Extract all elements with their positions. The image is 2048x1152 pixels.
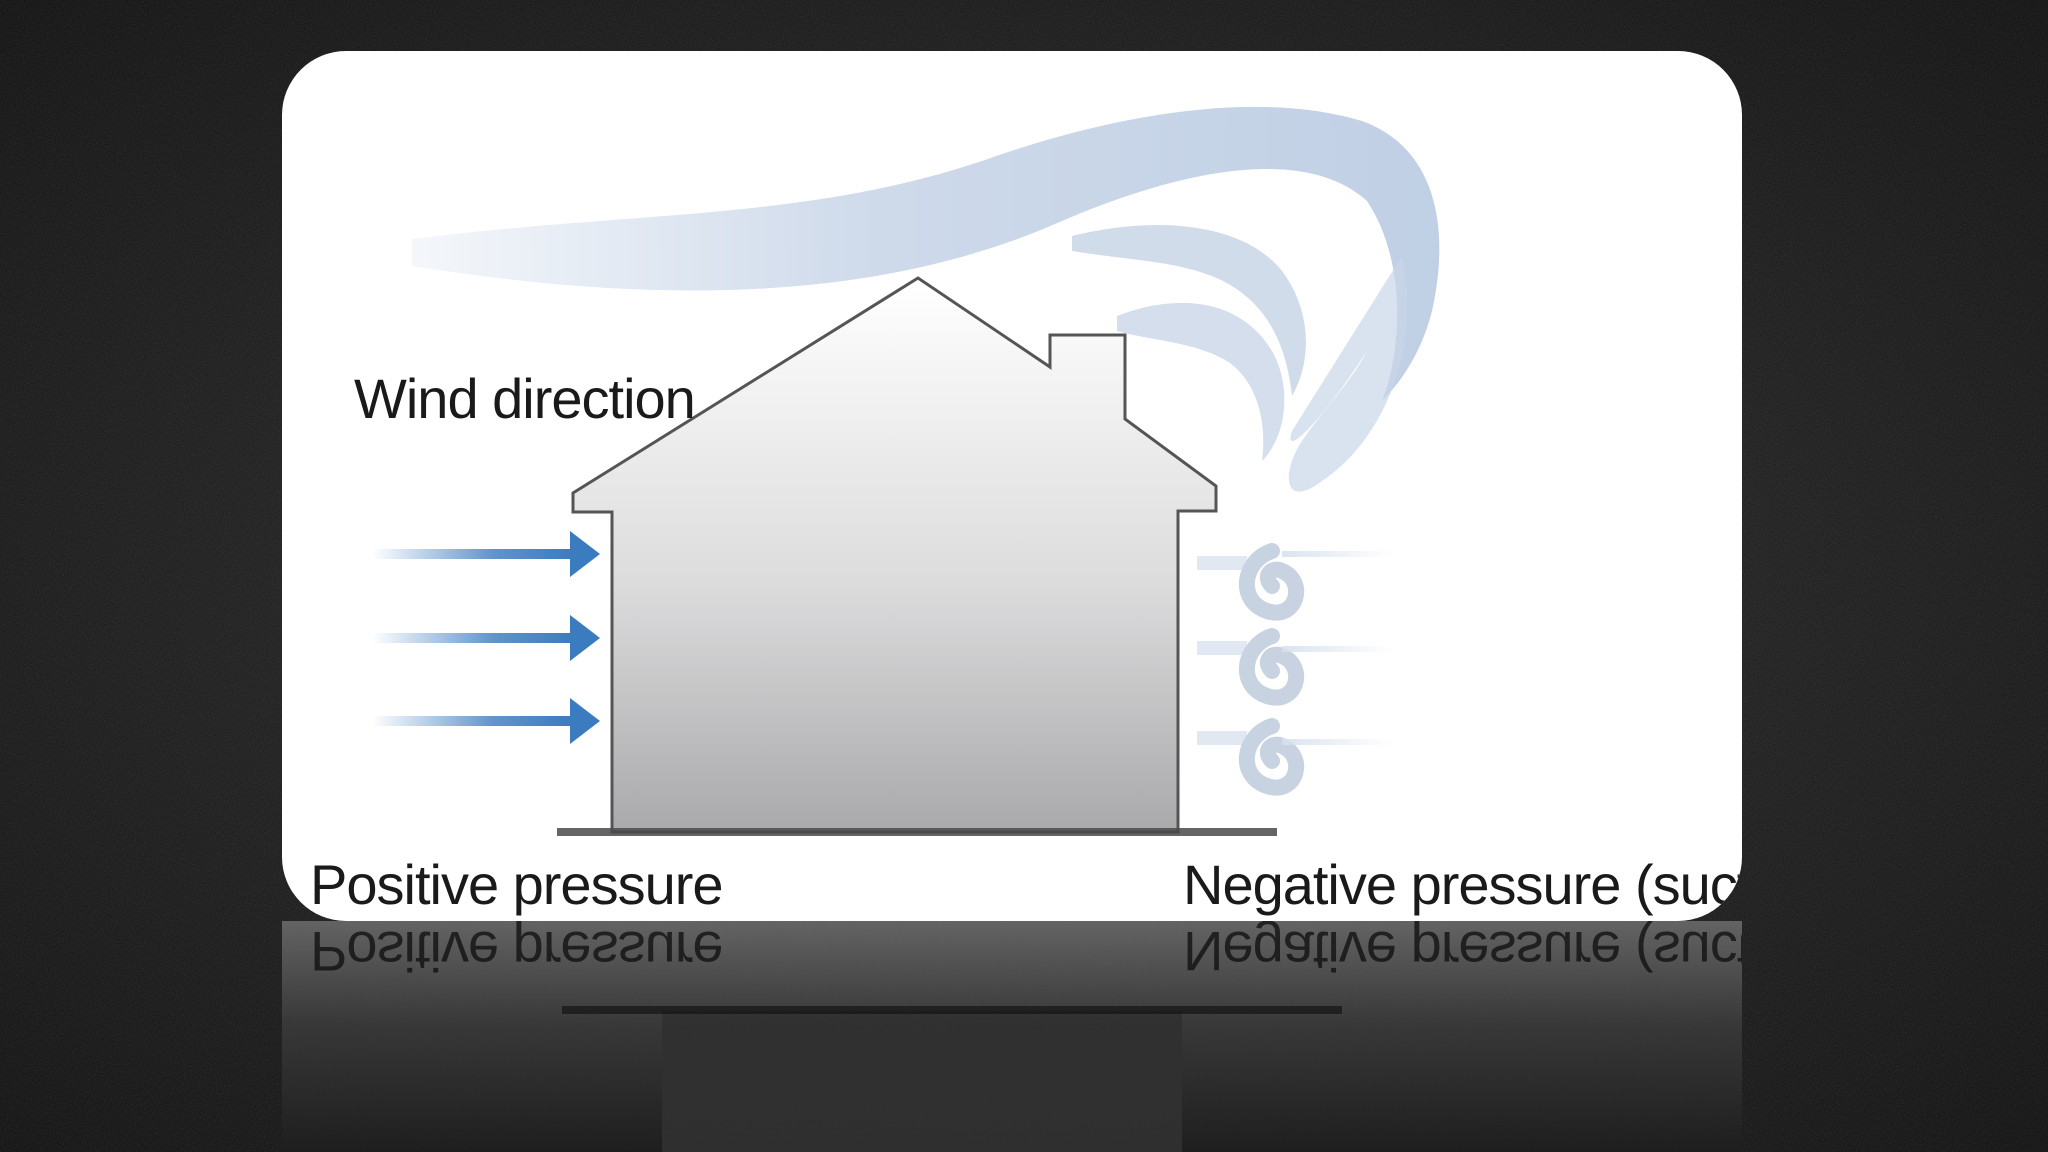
eddy-group — [1197, 543, 1392, 796]
wind-direction-label: Wind direction — [354, 367, 696, 430]
negative-pressure-label: Negative pressure (suction) — [1183, 853, 1742, 916]
wind-arrow-icon — [372, 615, 600, 661]
reflection-ground — [562, 1006, 1342, 1014]
ground-line — [557, 828, 1277, 836]
positive-pressure-reflection: Positive pressure — [310, 921, 723, 983]
reflection-house — [662, 1011, 1182, 1152]
card-reflection: Positive pressure Negative pressure (suc… — [282, 921, 1742, 1152]
wind-arrow-icon — [372, 698, 600, 744]
wind-arrow-group — [372, 531, 600, 744]
house — [571, 276, 1218, 834]
positive-pressure-label: Positive pressure — [310, 853, 724, 916]
eddy-curl-icon — [1238, 543, 1392, 621]
eddy-curl-icon — [1238, 718, 1392, 796]
wind-stream — [412, 106, 1440, 492]
negative-pressure-reflection: Negative pressure (suction) — [1183, 921, 1742, 983]
diagram-card: Wind direction Positive pressure Negativ… — [282, 51, 1742, 921]
eddy-curl-icon — [1238, 628, 1392, 706]
wind-arrow-icon — [372, 531, 600, 577]
wind-pressure-diagram — [372, 106, 1440, 836]
